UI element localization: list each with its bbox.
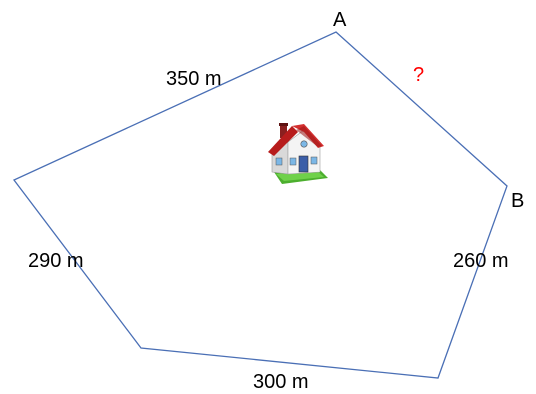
- house-icon: [268, 123, 328, 184]
- vertex-label-b: B: [511, 190, 524, 212]
- side-label-top-left: 350 m: [166, 68, 222, 90]
- vertex-label-a: A: [333, 9, 347, 31]
- side-label-right: 260 m: [453, 250, 509, 272]
- side-label-left: 290 m: [28, 250, 84, 272]
- pentagon-outline: [12, 31, 508, 379]
- side-label-unknown: ?: [413, 64, 424, 86]
- side-label-bottom: 300 m: [253, 371, 309, 393]
